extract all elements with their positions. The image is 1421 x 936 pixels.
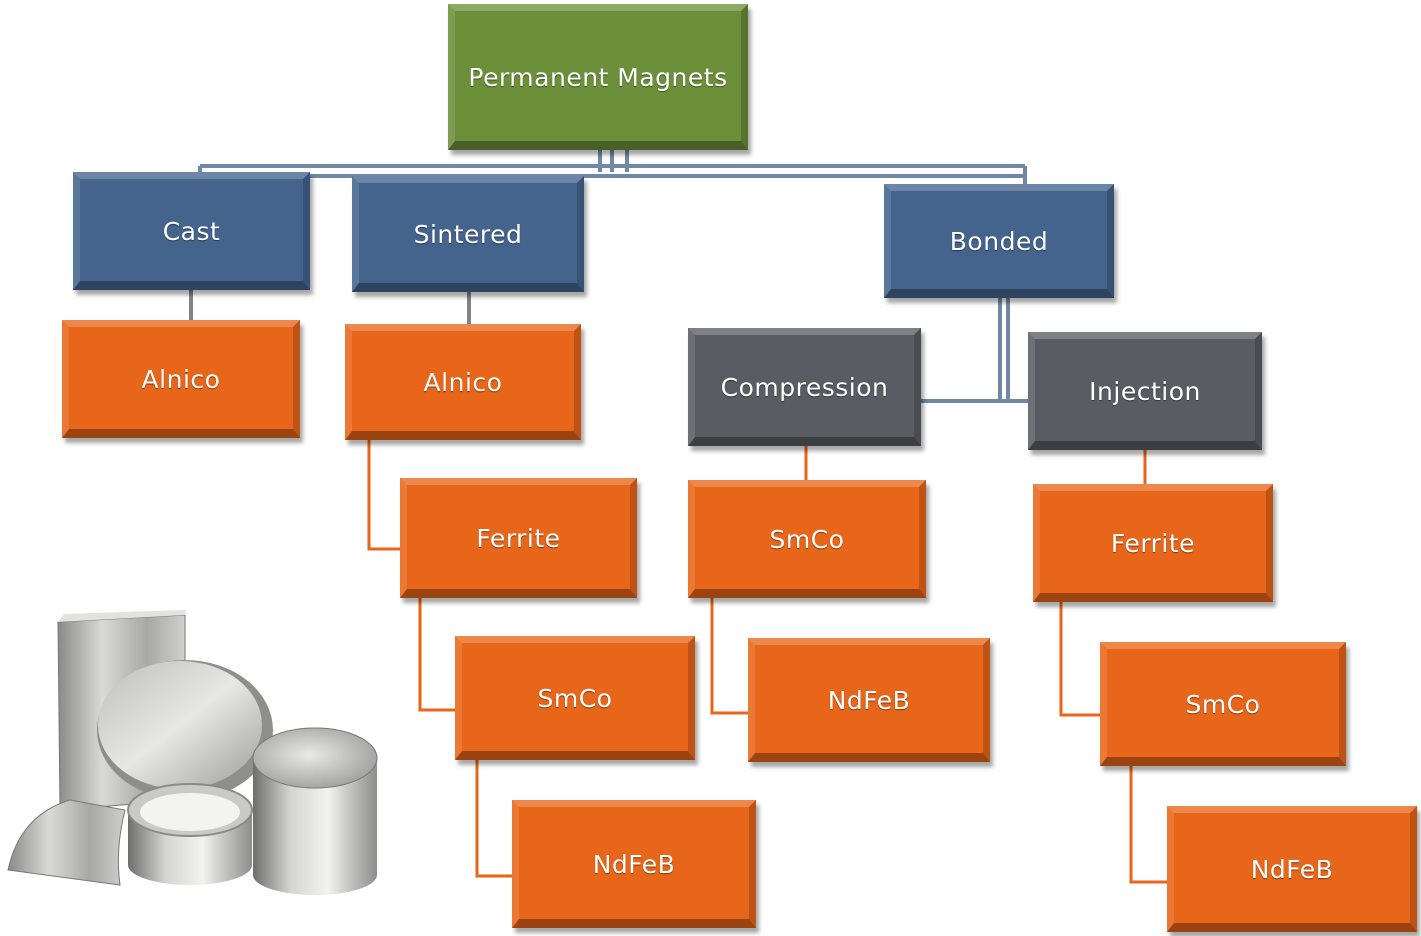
material-compression-ndfeb: NdFeB — [748, 638, 990, 762]
material-sintered-smco: SmCo — [455, 636, 695, 760]
connector-alnico-ferrite — [367, 440, 400, 551]
material-compression-smco-label: SmCo — [769, 524, 845, 554]
category-bonded-label: Bonded — [949, 226, 1049, 256]
material-cast-alnico-label: Alnico — [141, 364, 221, 394]
material-compression-smco: SmCo — [688, 480, 926, 598]
subcategory-injection: Injection — [1028, 332, 1262, 450]
ring-magnet-icon — [127, 783, 253, 885]
material-injection-ndfeb-label: NdFeB — [1250, 854, 1334, 884]
material-injection-ndfeb: NdFeB — [1167, 806, 1417, 932]
category-sintered: Sintered — [352, 176, 584, 292]
connector-ferrite-smco-right — [1059, 602, 1100, 717]
subcategory-compression: Compression — [688, 328, 921, 446]
subcategory-injection-label: Injection — [1089, 376, 1201, 406]
material-cast-alnico: Alnico — [62, 320, 300, 438]
material-sintered-alnico: Alnico — [345, 324, 581, 440]
material-injection-ferrite-label: Ferrite — [1110, 528, 1196, 558]
material-compression-ndfeb-label: NdFeB — [827, 685, 911, 715]
category-bonded: Bonded — [884, 184, 1114, 298]
material-sintered-alnico-label: Alnico — [423, 367, 503, 397]
material-injection-smco-label: SmCo — [1185, 689, 1261, 719]
metal-magnets-illustration — [7, 610, 378, 895]
material-sintered-ferrite: Ferrite — [400, 478, 637, 598]
root-label: Permanent Magnets — [468, 62, 728, 92]
arc-magnet-icon — [7, 799, 126, 886]
category-cast: Cast — [73, 172, 310, 290]
connector-smco-ndfeb — [475, 760, 512, 878]
connector-compression-ndfeb — [710, 598, 748, 715]
root-node: Permanent Magnets — [448, 4, 748, 150]
material-sintered-smco-label: SmCo — [537, 683, 613, 713]
connector-smco-ndfeb-right — [1129, 766, 1167, 884]
cylinder-magnet-icon — [252, 727, 378, 895]
material-sintered-ndfeb: NdFeB — [512, 800, 756, 928]
category-cast-label: Cast — [162, 216, 221, 246]
category-sintered-label: Sintered — [413, 219, 523, 249]
subcategory-compression-label: Compression — [720, 372, 889, 402]
material-injection-smco: SmCo — [1100, 642, 1346, 766]
material-sintered-ndfeb-label: NdFeB — [592, 849, 676, 879]
material-injection-ferrite: Ferrite — [1033, 484, 1273, 602]
connector-ferrite-smco — [418, 598, 455, 712]
material-sintered-ferrite-label: Ferrite — [476, 523, 561, 553]
disc-magnet-icon — [97, 660, 273, 800]
